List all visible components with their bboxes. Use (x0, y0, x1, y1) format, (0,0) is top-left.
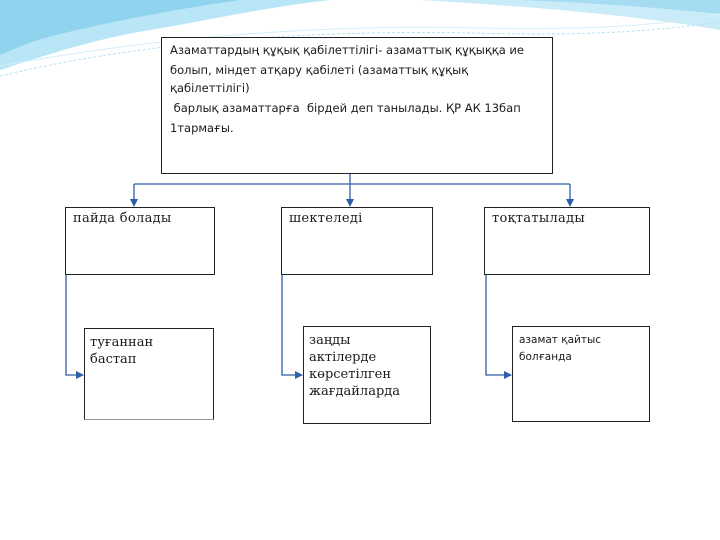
stage-box-arises: пайда болады (65, 207, 215, 275)
detail-text: заңды актілерде көрсетілген жағдайларда (309, 332, 424, 400)
detail-line: заңды (309, 333, 351, 348)
stage-label: шектеледі (289, 211, 363, 226)
definition-box: Азаматтардың құқық қабілеттілігі- азамат… (161, 37, 553, 174)
definition-line: Азаматтардың құқық қабілеттілігі- азамат… (170, 43, 524, 57)
detail-box-death: азамат қайтыс болғанда (512, 326, 650, 422)
detail-line: азамат қайтыс (519, 334, 602, 346)
detail-line: көрсетілген (309, 367, 392, 382)
arrow-to-detail-1 (65, 275, 84, 379)
connector-top-bus (134, 174, 570, 185)
detail-text: туғаннан бастап (90, 334, 207, 368)
detail-line: туғаннан (90, 335, 154, 350)
detail-box-birth: туғаннан бастап (84, 328, 214, 420)
stage-box-terminated: тоқтатылады (484, 207, 650, 275)
stage-label: тоқтатылады (492, 211, 586, 226)
wave-shape (420, 0, 720, 30)
definition-line: 1тармағы. (170, 121, 234, 135)
stage-label: пайда болады (73, 211, 172, 226)
stage-box-limited: шектеледі (281, 207, 433, 275)
arrow-to-detail-2 (281, 275, 303, 379)
wave-line (0, 13, 720, 67)
detail-line: бастап (90, 352, 137, 367)
detail-line: актілерде (309, 350, 377, 365)
wave-line (0, 21, 720, 77)
wave-shape (520, 0, 720, 14)
detail-line: жағдайларда (309, 384, 401, 399)
detail-line: болғанда (519, 351, 572, 363)
definition-line: барлық азаматтарға бірдей деп танылады. … (170, 101, 521, 115)
definition-line: болып, міндет атқару қабілеті (азаматтық… (170, 63, 469, 95)
wave-shape (0, 0, 240, 55)
detail-box-legal-acts: заңды актілерде көрсетілген жағдайларда (303, 326, 431, 424)
definition-text: Азаматтардың құқық қабілеттілігі- азамат… (170, 41, 546, 137)
arrow-to-detail-3 (485, 275, 512, 379)
detail-text: азамат қайтыс болғанда (519, 332, 643, 366)
decorative-wave-background (0, 0, 720, 77)
